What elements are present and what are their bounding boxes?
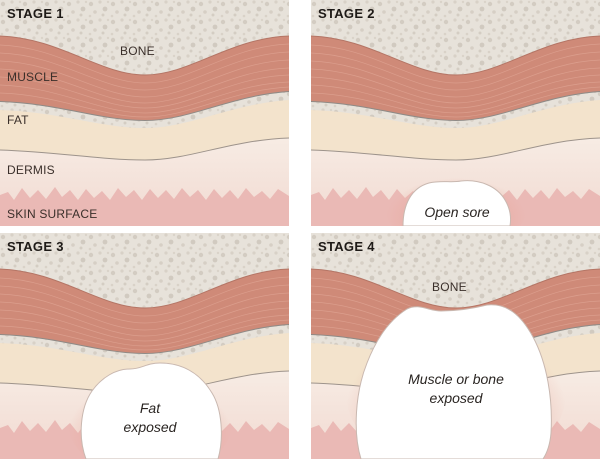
stage-title: STAGE 3 bbox=[7, 239, 64, 254]
stage-title: STAGE 1 bbox=[7, 6, 64, 21]
fat-exposed-wound bbox=[80, 362, 222, 459]
bone-label: BONE bbox=[120, 44, 155, 58]
fat-label: FAT bbox=[7, 113, 29, 127]
open-sore-wound bbox=[402, 180, 511, 226]
muscle-bone-exposed-label: Muscle or bone exposed bbox=[366, 370, 546, 408]
stage-3-panel: STAGE 3 Fat exposed bbox=[0, 233, 289, 459]
stage-2-illustration bbox=[311, 0, 600, 226]
bone-label: BONE bbox=[432, 280, 467, 294]
stage-3-illustration bbox=[0, 233, 289, 459]
stage-title: STAGE 4 bbox=[318, 239, 375, 254]
wound-label-line-2: exposed bbox=[429, 390, 483, 406]
wound-label-line-1: Muscle or bone bbox=[408, 371, 504, 387]
muscle-label: MUSCLE bbox=[7, 70, 59, 84]
stage-1-panel: STAGE 1 BONE MUSCLE FAT DERMIS SKIN SURF… bbox=[0, 0, 289, 226]
skin-surface-label: SKIN SURFACE bbox=[7, 207, 98, 221]
dermis-label: DERMIS bbox=[7, 163, 55, 177]
muscle-bone-exposed-wound bbox=[355, 304, 552, 459]
stage-1-illustration bbox=[0, 0, 289, 226]
stage-2-panel: STAGE 2 Open sore bbox=[311, 0, 600, 226]
stage-4-panel: STAGE 4 BONE Muscle or bone exposed bbox=[311, 233, 600, 459]
fat-exposed-label: Fat exposed bbox=[100, 399, 200, 437]
wound-label-line-1: Fat bbox=[139, 400, 161, 416]
wound-label-line-2: exposed bbox=[123, 419, 177, 435]
stage-4-illustration bbox=[311, 233, 600, 459]
stage-title: STAGE 2 bbox=[318, 6, 375, 21]
open-sore-label: Open sore bbox=[424, 204, 490, 220]
